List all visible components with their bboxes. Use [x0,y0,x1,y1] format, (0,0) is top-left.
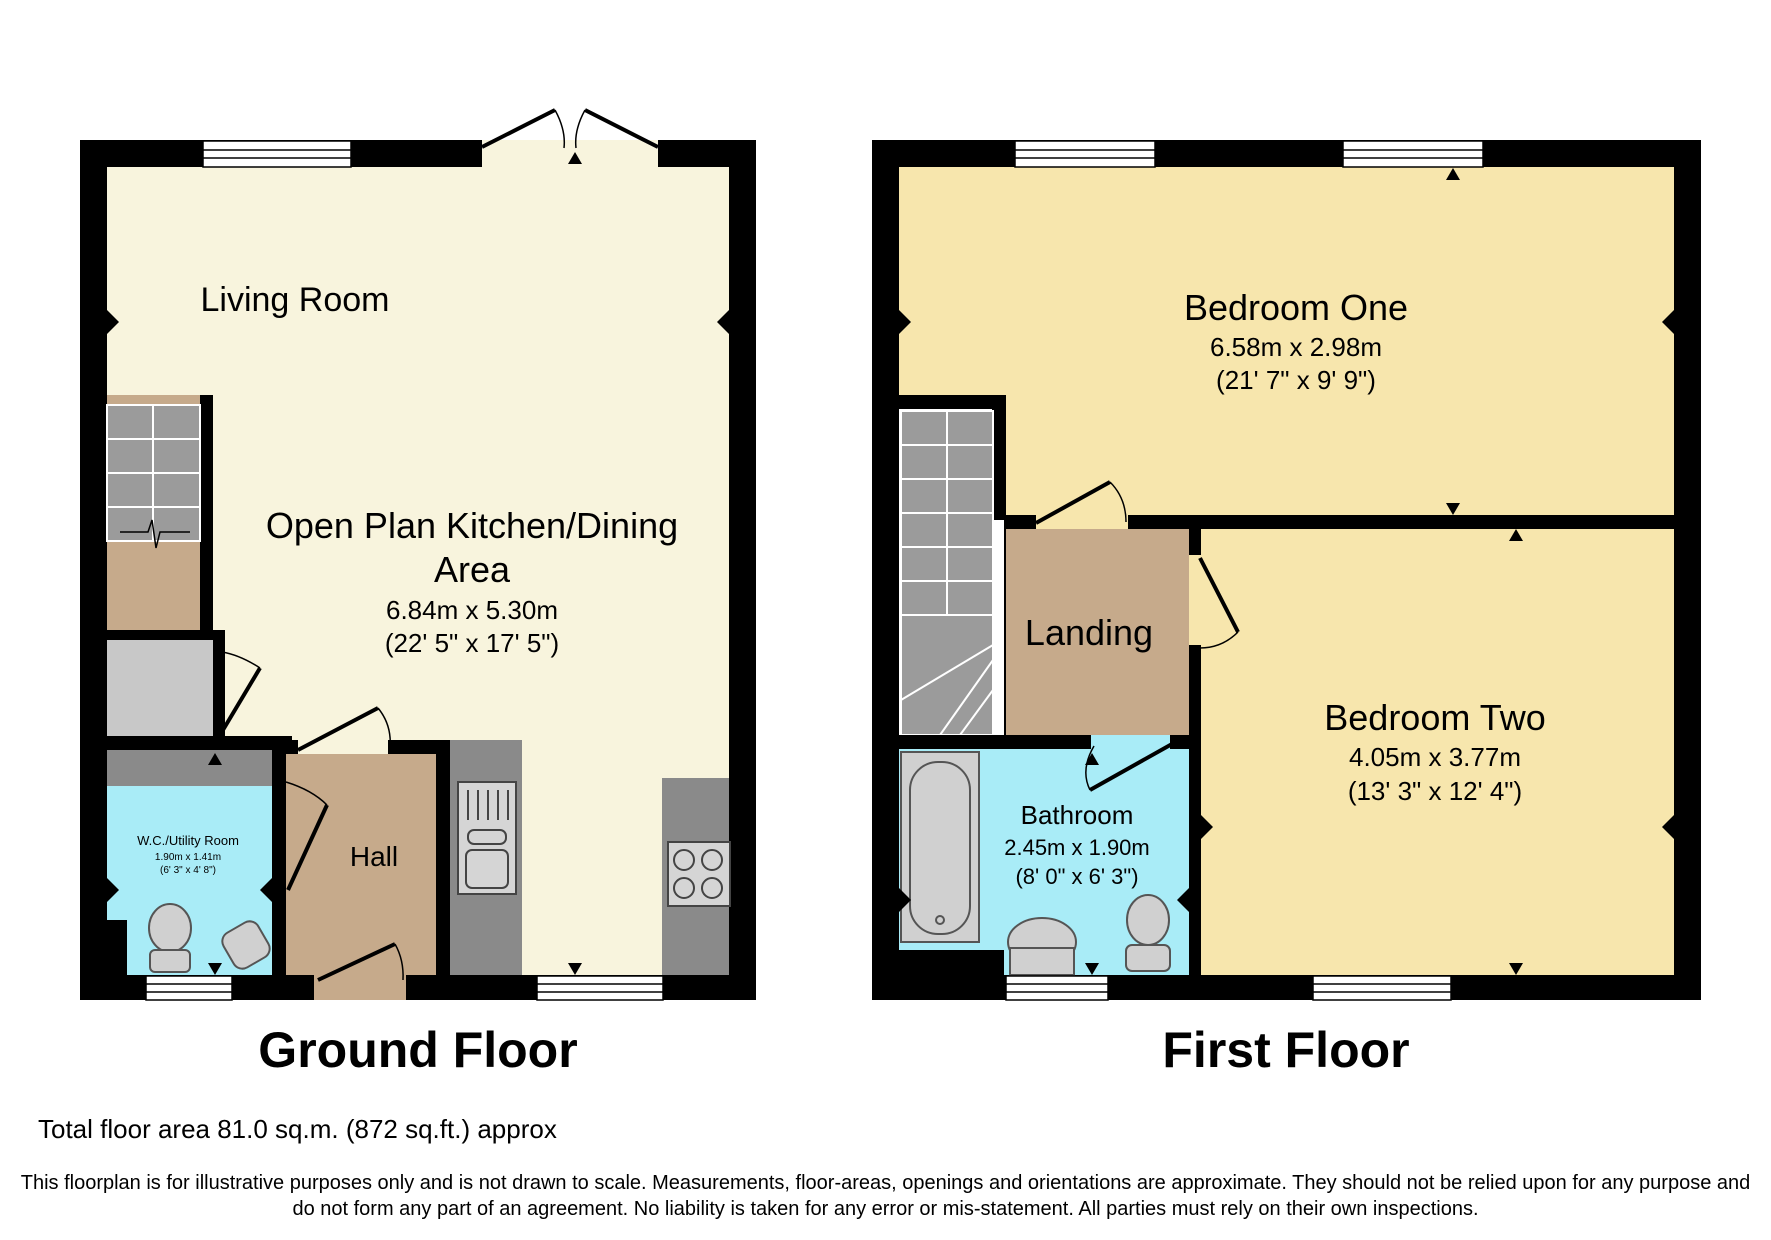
bathroom-door-gap [1091,735,1170,749]
wc-units [107,750,272,786]
stair-wall-top [899,395,1006,409]
arrow-marker [1509,529,1523,541]
bathroom-wall-notch [899,950,1004,975]
arrow-marker [107,310,119,334]
arrow-marker [568,963,582,975]
wc-basin-icon [221,920,271,970]
window-bedroom-one-right [1342,140,1484,168]
arrow-marker [899,310,911,334]
landing-bottom-wall [899,735,1091,749]
bedroom-two-label: Bedroom Two [1324,697,1545,738]
stair-wall-right [992,395,1006,520]
arrow-marker [1662,310,1674,334]
arrow-marker [1085,753,1099,765]
hall-label: Hall [350,841,398,872]
landing-right-wall [1189,529,1201,555]
hall-left-wall [272,736,286,975]
hall-top-wall-right [388,740,438,754]
arrow-marker [107,878,119,902]
bedroom-one-floor [899,167,1674,515]
living-room-label: Living Room [201,281,390,319]
bedroom-two-imperial: (13' 3" x 12' 4") [1348,776,1522,806]
hall-right-wall [436,740,450,975]
landing-right-wall-lower [1189,645,1201,975]
total-floor-area: Total floor area 81.0 sq.m. (872 sq.ft.)… [38,1114,557,1144]
bathroom-toilet-icon [1126,894,1170,946]
arrow-marker [1509,963,1523,975]
arrow-marker [208,963,222,975]
bedroom-two-floor [1201,529,1674,975]
window-kitchen-bottom [536,975,664,1001]
bedroom-two-door-gap [1189,555,1201,645]
wc-label: W.C./Utility Room [137,833,239,848]
wc-metric: 1.90m x 1.41m [155,852,221,863]
hall-floor [286,754,436,975]
bathroom-imperial: (8' 0" x 6' 3") [1015,864,1138,889]
window-bedroom-one-left [1014,140,1156,168]
stairs-treads [900,410,994,736]
window-wc-bottom [145,975,233,1001]
landing-floor [1006,529,1189,735]
bedroom-two-metric: 4.05m x 3.77m [1349,742,1521,772]
window-bedroom-two [1312,975,1452,1001]
stairs-treads [106,404,201,542]
arrow-marker [899,888,911,912]
window-living-top [202,140,352,168]
window-bathroom [1005,975,1109,1001]
arrow-marker [717,310,729,334]
hall-top-wall [286,740,298,754]
arrow-marker [1201,815,1213,839]
landing-bottom-wall-right [1170,735,1201,749]
wc-toilet-icon [148,903,192,953]
wc-imperial: (6' 3" x 4' 8") [160,865,216,876]
kitchen-metric: 6.84m x 5.30m [386,595,558,625]
wc-cistern-icon [149,949,191,973]
kitchen-label-line1: Open Plan Kitchen/Dining [266,505,678,546]
first-floor-title: First Floor [1162,1022,1410,1078]
disclaimer-text: This floorplan is for illustrative purpo… [20,1172,1751,1220]
bedroom-divider-wall [1006,515,1674,529]
arrow-marker [568,152,582,164]
landing-label: Landing [1025,612,1153,653]
arrow-marker [260,878,272,902]
cupboard-wall [107,630,225,640]
arrow-marker [1085,963,1099,975]
ground-floor-plan: Living Room Open Plan Kitchen/Dining Are… [80,108,756,1001]
kitchen-imperial: (22' 5" x 17' 5") [385,628,559,658]
understairs-cupboard [107,640,213,736]
utility-top-wall [107,736,292,750]
arrow-marker [208,753,222,765]
bathroom-metric: 2.45m x 1.90m [1004,835,1150,860]
first-floor-plan: Bedroom One 6.58m x 2.98m (21' 7" x 9' 9… [872,140,1701,1001]
kitchen-label-line2: Area [434,549,511,590]
bedroom-one-metric: 6.58m x 2.98m [1210,332,1382,362]
hall-entrance-step [314,975,406,1000]
arrow-marker [1662,815,1674,839]
ground-floor-title: Ground Floor [258,1022,578,1078]
bedroom-one-label: Bedroom One [1184,287,1408,328]
stair-divider-wall [200,395,213,640]
wc-wall-notch [107,920,127,975]
arrow-marker [1177,888,1189,912]
arrow-marker [1446,168,1460,180]
bedroom-one-door-gap [1036,515,1128,529]
bathroom-label: Bathroom [1021,800,1134,830]
arrow-marker [1446,503,1460,515]
cupboard-side-wall [213,630,225,740]
bedroom-one-imperial: (21' 7" x 9' 9") [1216,365,1376,395]
